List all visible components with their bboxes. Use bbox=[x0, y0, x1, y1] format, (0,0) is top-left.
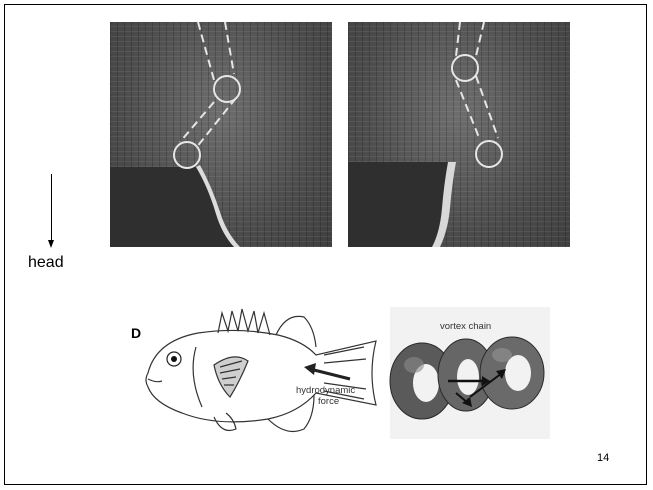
vortex-ring-right bbox=[480, 337, 544, 409]
flow-photo-left bbox=[110, 22, 332, 247]
force-label-line1: hydrodynamic bbox=[296, 385, 355, 396]
head-label: head bbox=[28, 254, 64, 272]
force-label-line2: force bbox=[318, 396, 339, 407]
force-arrow-head bbox=[304, 363, 316, 375]
down-arrow-icon bbox=[48, 240, 54, 248]
fish-vortex-diagram: hydrodynamic force vortex chain bbox=[118, 303, 558, 443]
vortex-chain-label: vortex chain bbox=[440, 321, 491, 332]
flow-photo-right bbox=[348, 22, 570, 247]
force-arrow bbox=[310, 369, 350, 379]
page-number: 14 bbox=[597, 452, 609, 464]
fish-icon bbox=[146, 309, 376, 431]
direction-arrow-shaft bbox=[51, 174, 52, 242]
